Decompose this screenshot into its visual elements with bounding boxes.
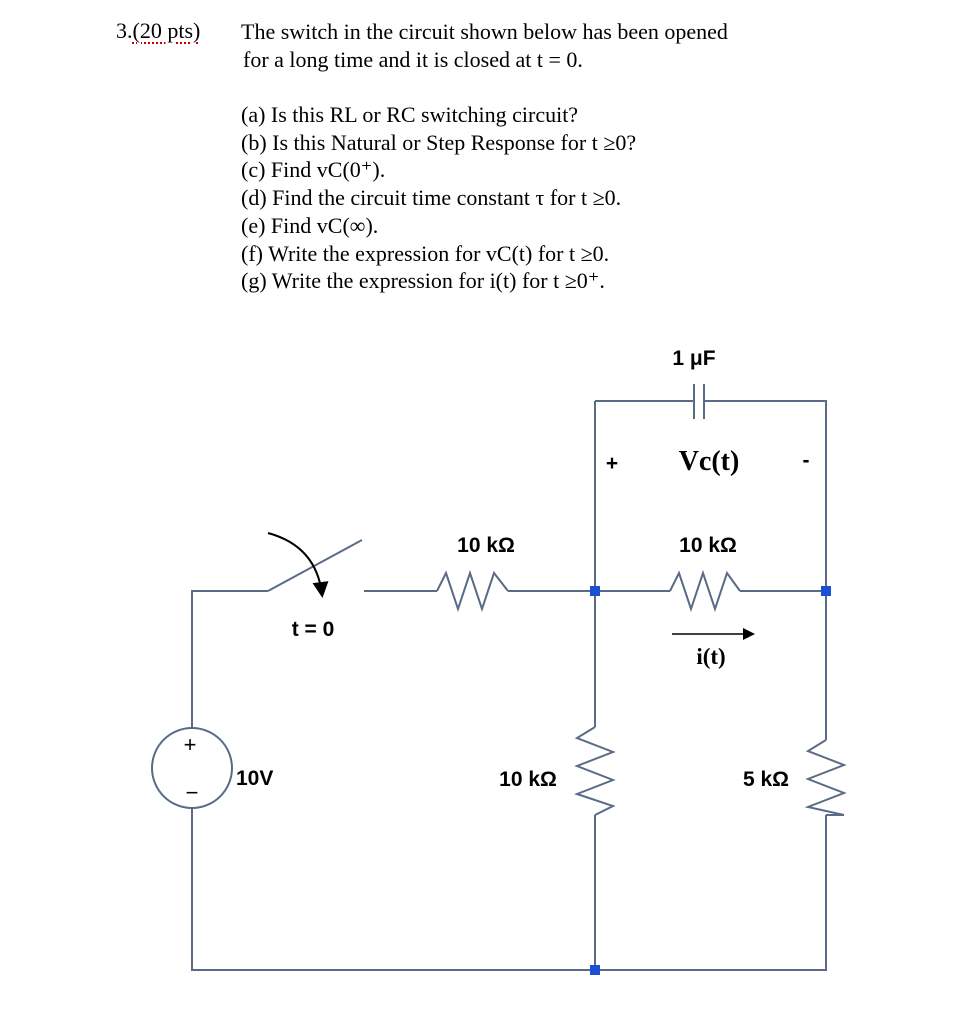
resistor-right-label: 5 kΩ — [743, 768, 789, 791]
problem-points: (20 pts) — [132, 18, 201, 43]
resistor-series-label: 10 kΩ — [457, 534, 515, 557]
capacitor-symbol — [693, 384, 705, 419]
problem-prompt: The switch in the circuit shown below ha… — [241, 18, 728, 74]
node-junction-bottom — [590, 965, 600, 975]
voltage-source-symbol — [151, 727, 233, 809]
part-f: (f) Write the expression for vC(t) for t… — [241, 240, 610, 266]
problem-number-text: 3. — [116, 18, 133, 43]
part-b: (b) Is this Natural or Step Response for… — [241, 129, 637, 155]
resistor-shunt-symbol — [574, 726, 616, 816]
current-label: i(t) — [696, 644, 725, 669]
part-d: (d) Find the circuit time constant τ for… — [241, 185, 622, 211]
source-label: 10V — [236, 767, 273, 790]
source-plus-sign: + — [184, 732, 197, 757]
part-a: (a) Is this RL or RC switching circuit? — [241, 102, 579, 127]
node-junction-right — [821, 586, 831, 596]
capacitor-label: 1 μF — [672, 347, 715, 370]
prompt-line-1: The switch in the circuit shown below ha… — [241, 19, 728, 44]
prompt-line-2: for a long time and it is closed at t = … — [243, 47, 583, 72]
capacitor-plus-sign: + — [606, 452, 618, 475]
problem-number: 3.(20 pts) — [116, 18, 200, 44]
capacitor-minus-sign: - — [803, 449, 810, 472]
part-g: (g) Write the expression for i(t) for t … — [241, 268, 605, 294]
source-minus-sign: − — [186, 780, 199, 805]
resistor-shunt-label: 10 kΩ — [499, 768, 557, 791]
capacitor-voltage-label: Vc(t) — [679, 446, 740, 477]
problem-parts-list: (a) Is this RL or RC switching circuit? … — [241, 101, 636, 295]
resistor-middle-symbol — [669, 569, 741, 613]
circuit-wires — [191, 400, 827, 971]
circuit-nodes — [590, 586, 831, 975]
part-e: (e) Find vC(∞). — [241, 212, 379, 238]
node-junction-top — [590, 586, 600, 596]
resistor-middle-label: 10 kΩ — [679, 534, 737, 557]
switch-symbol — [267, 532, 363, 598]
part-c: (c) Find vC(0⁺). — [241, 157, 386, 183]
resistor-series-symbol — [436, 569, 509, 613]
resistor-right-symbol — [804, 739, 847, 816]
switch-label: t = 0 — [292, 618, 335, 641]
